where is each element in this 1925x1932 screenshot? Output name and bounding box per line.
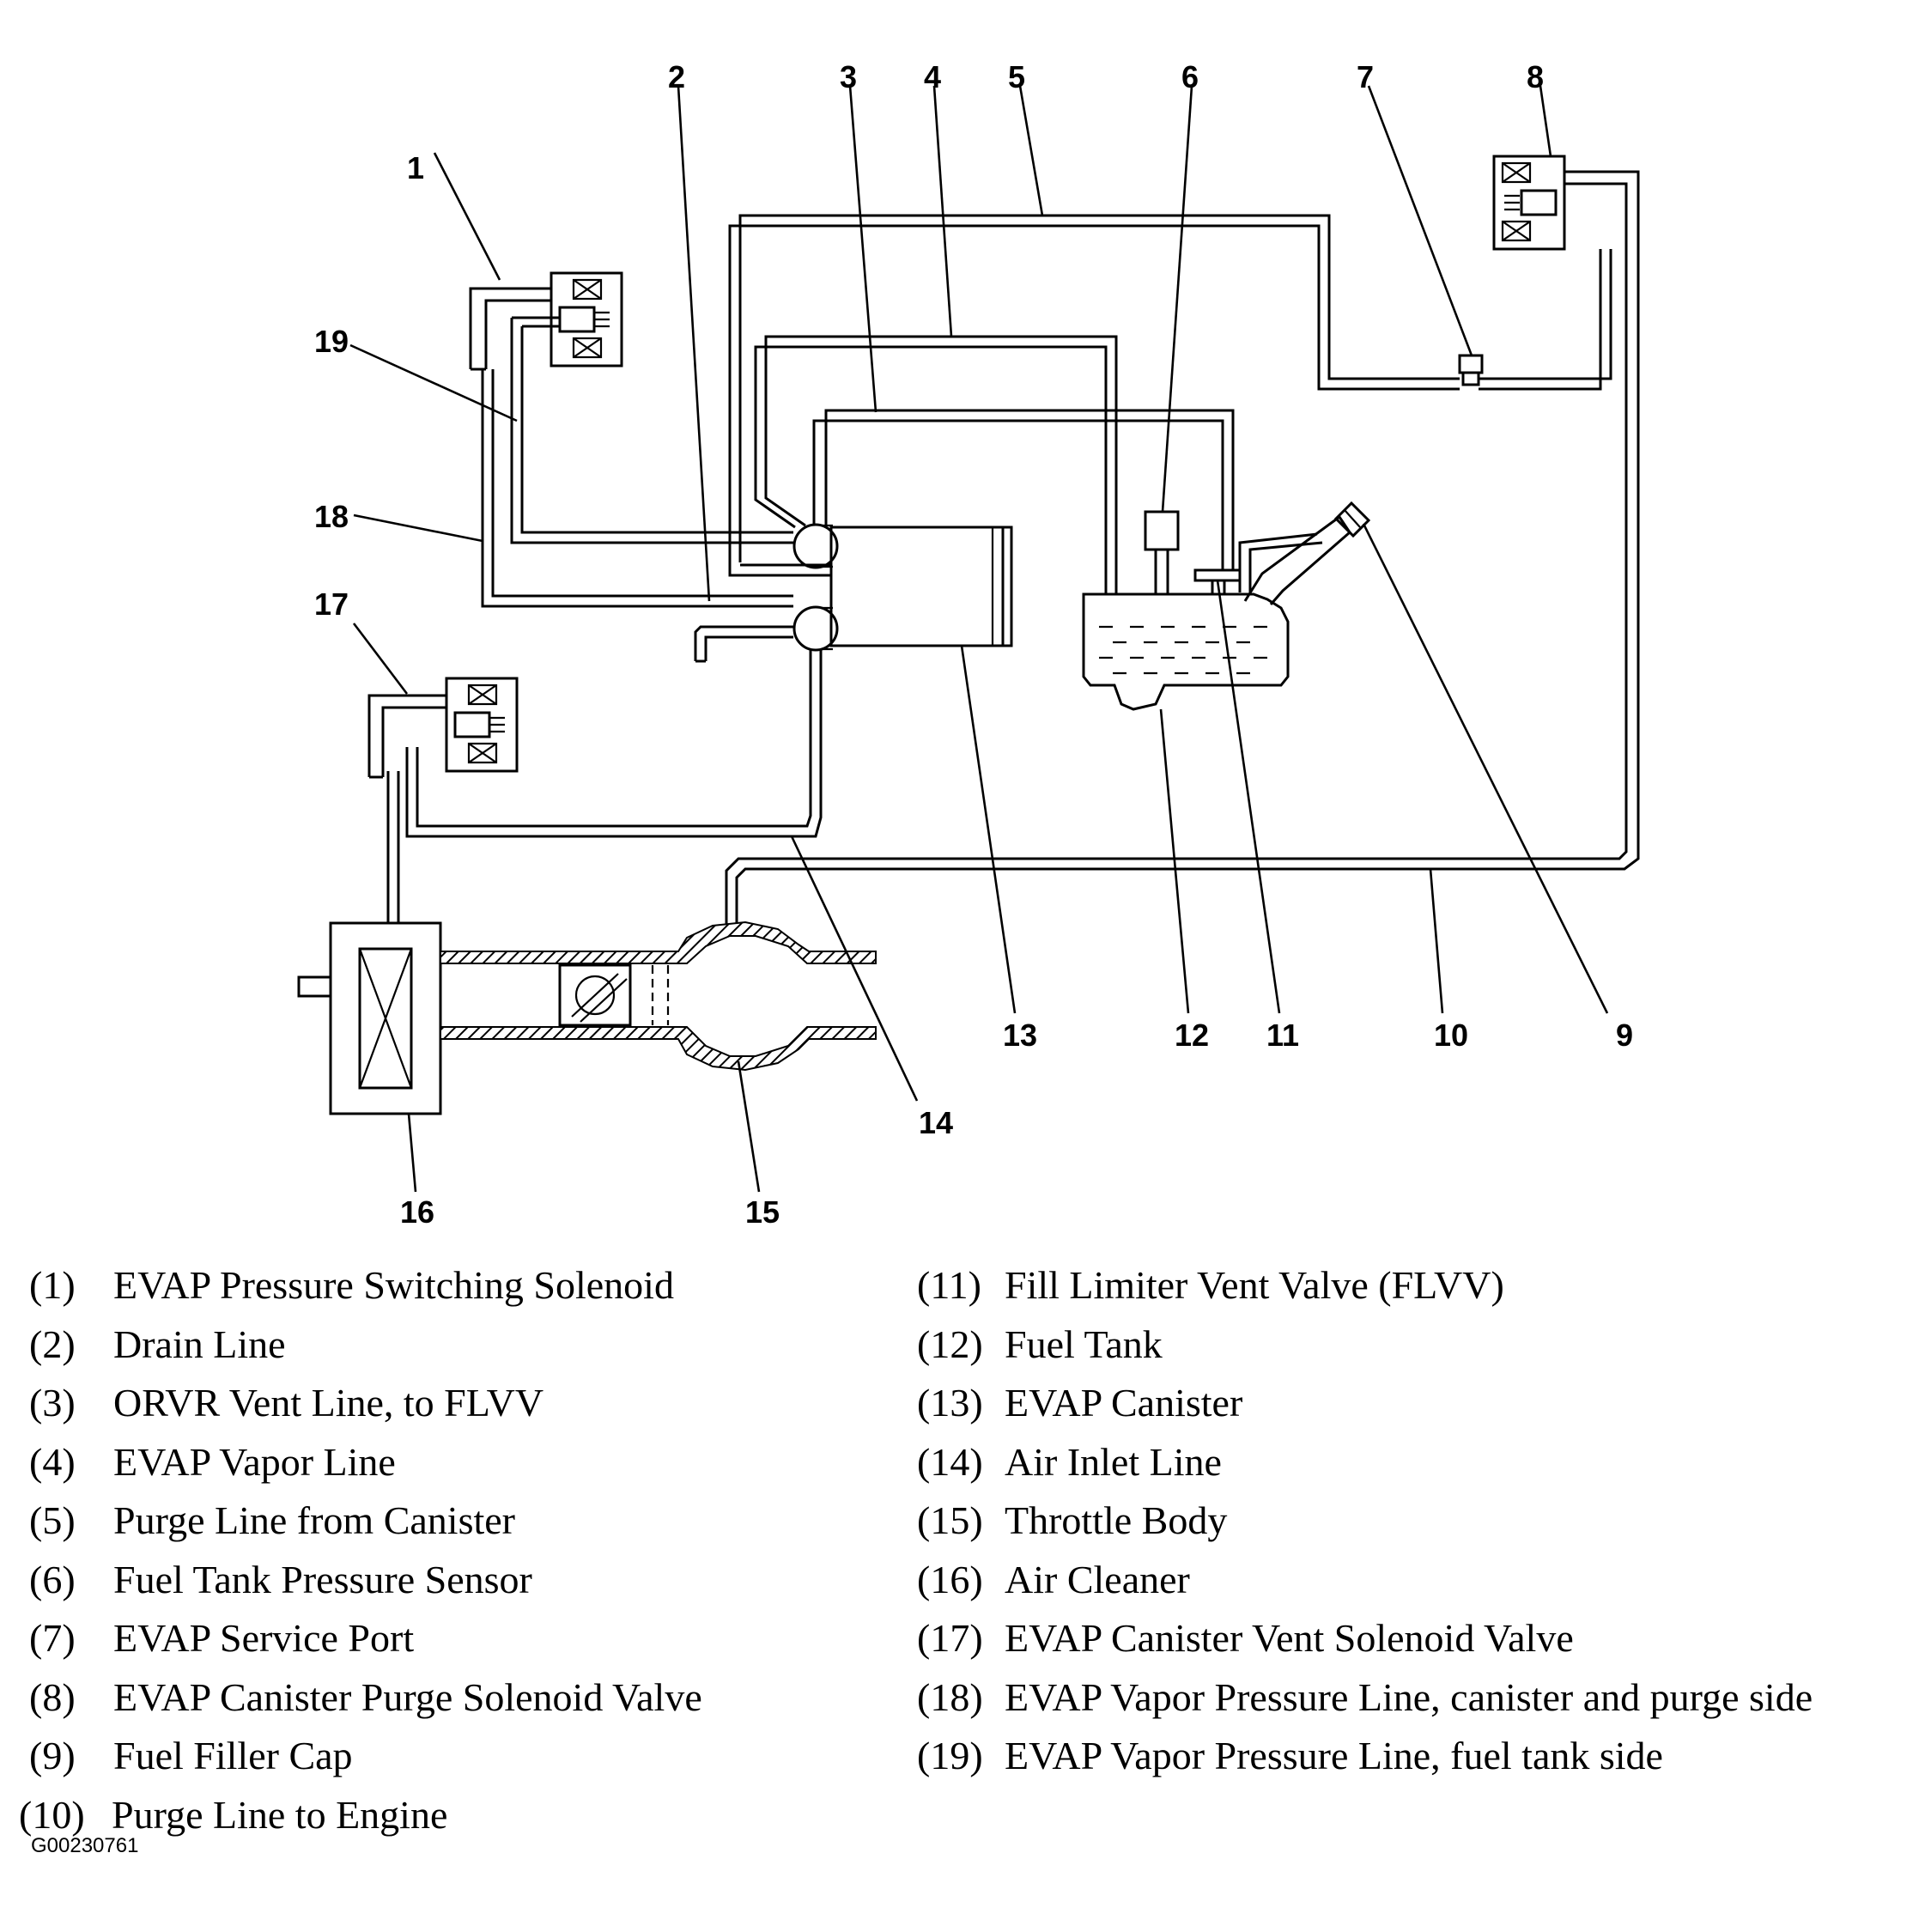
- legend-text: Air Cleaner: [1005, 1557, 1190, 1601]
- callout-5: 5: [1008, 59, 1025, 94]
- legend-number: (8): [29, 1674, 76, 1719]
- legend-text: EVAP Canister Purge Solenoid Valve: [113, 1674, 702, 1719]
- legend-text: Purge Line from Canister: [113, 1498, 515, 1542]
- vapor-pressure-line-canister-side: [481, 369, 793, 608]
- callout-10: 10: [1434, 1018, 1468, 1053]
- legend-number: (3): [29, 1381, 76, 1425]
- callout-2: 2: [668, 59, 685, 94]
- evap-system-diagram: 1 2 3 4 5 6 7 8 9 10 11 12 13 14 15 16 1…: [297, 59, 1640, 1230]
- legend-number: (4): [29, 1439, 76, 1484]
- callout-12: 12: [1175, 1018, 1209, 1053]
- legend-text: EVAP Vapor Pressure Line, canister and p…: [1005, 1674, 1813, 1719]
- fuel-tank-pressure-sensor: [1144, 510, 1180, 594]
- leader-lines: [349, 85, 1609, 1193]
- legend-text: EVAP Vapor Pressure Line, fuel tank side: [1005, 1734, 1663, 1777]
- legend-number: (9): [29, 1734, 76, 1777]
- legend-number: (19): [917, 1734, 983, 1777]
- fuel-filler-cap: [1333, 501, 1371, 538]
- purge-line-to-engine: [725, 249, 1640, 927]
- callout-4: 4: [924, 59, 941, 94]
- legend-text: ORVR Vent Line, to FLVV: [113, 1381, 544, 1425]
- callout-13: 13: [1003, 1018, 1037, 1053]
- legend-text: EVAP Vapor Line: [113, 1439, 396, 1484]
- callout-6: 6: [1181, 59, 1199, 94]
- legend-number: (11): [917, 1263, 981, 1307]
- callout-14: 14: [919, 1105, 953, 1140]
- fuel-tank: [1082, 592, 1290, 711]
- fuel-filler-neck: [1238, 514, 1351, 605]
- legend-number: (2): [29, 1321, 76, 1366]
- legend-text: EVAP Pressure Switching Solenoid: [113, 1263, 674, 1307]
- callout-15: 15: [745, 1194, 780, 1230]
- canister-feed: [728, 558, 831, 577]
- callout-8: 8: [1527, 59, 1544, 94]
- legend-number: (15): [917, 1498, 983, 1542]
- callout-numbers: 1 2 3 4 5 6 7 8 9 10 11 12 13 14 15 16 1…: [314, 59, 1633, 1230]
- legend-text: Air Inlet Line: [1005, 1439, 1222, 1484]
- callout-11: 11: [1266, 1018, 1299, 1053]
- air-inlet-line: [405, 649, 823, 838]
- legend-number: (12): [917, 1321, 983, 1366]
- legend-text: Drain Line: [113, 1321, 286, 1366]
- legend-text: Fuel Tank Pressure Sensor: [113, 1557, 532, 1601]
- vent-solenoid-valve: [367, 677, 519, 779]
- drain-line: [694, 625, 793, 663]
- purge-solenoid-valve: [1492, 155, 1640, 251]
- evap-canister: [792, 523, 1013, 652]
- purge-line-from-canister: [728, 214, 1612, 562]
- callout-1: 1: [407, 150, 424, 185]
- callout-16: 16: [400, 1194, 434, 1230]
- legend-number: (17): [917, 1616, 983, 1660]
- legend-text: Fill Limiter Vent Valve (FLVV): [1005, 1263, 1504, 1307]
- pressure-switching-solenoid: [469, 271, 623, 371]
- callout-3: 3: [840, 59, 857, 94]
- evap-vapor-line: [754, 335, 1118, 594]
- legend-text: Throttle Body: [1005, 1498, 1228, 1542]
- callout-17: 17: [314, 586, 349, 622]
- legend-text: EVAP Canister Vent Solenoid Valve: [1005, 1616, 1574, 1660]
- legend-text: Fuel Filler Cap: [113, 1734, 353, 1777]
- callout-19: 19: [314, 324, 349, 359]
- throttle-body: [440, 920, 877, 1072]
- legend-number: (5): [29, 1498, 76, 1542]
- callout-9: 9: [1616, 1018, 1633, 1053]
- legend-number: (1): [29, 1263, 76, 1307]
- legend-text: EVAP Canister: [1005, 1381, 1243, 1425]
- legend-text: Fuel Tank: [1005, 1321, 1163, 1366]
- vapor-pressure-line-fuel-tank-side: [510, 316, 793, 544]
- figure-code: G00230761: [31, 1834, 139, 1857]
- legend-text: EVAP Service Port: [113, 1616, 415, 1660]
- legend-number: (16): [917, 1557, 983, 1601]
- legend-number: (13): [917, 1381, 983, 1425]
- legend-number: (14): [917, 1439, 983, 1484]
- air-cleaner: [297, 921, 442, 1115]
- legend-number: (18): [917, 1674, 983, 1719]
- callout-7: 7: [1357, 59, 1374, 94]
- orvr-vent-line: [812, 409, 1235, 570]
- legend-text: Purge Line to Engine: [112, 1792, 448, 1837]
- callout-18: 18: [314, 499, 349, 534]
- evap-service-port: [1458, 354, 1484, 386]
- legend-number: (7): [29, 1616, 76, 1660]
- legend-number: (6): [29, 1557, 76, 1601]
- legend-number: (10): [19, 1792, 85, 1837]
- vent-to-air-cleaner-line: [386, 771, 400, 923]
